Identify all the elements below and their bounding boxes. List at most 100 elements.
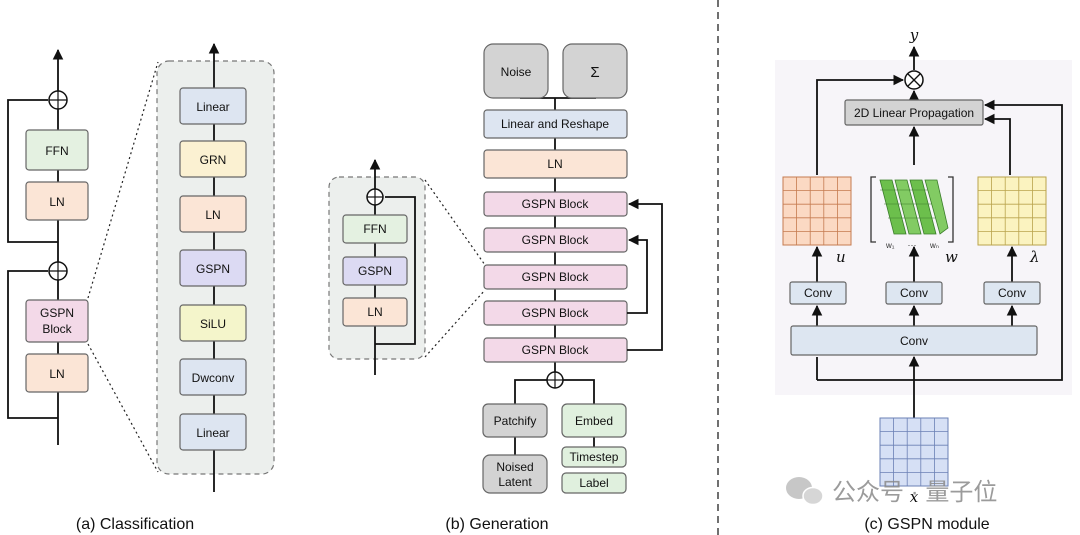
lambda-to-propagation <box>983 113 1011 175</box>
svg-text:Timestep: Timestep <box>570 450 619 464</box>
embed-connector <box>563 379 595 404</box>
svg-text:GSPN Block: GSPN Block <box>522 306 590 320</box>
inset-gspn: GSPN <box>342 256 408 286</box>
svg-text:Label: Label <box>579 476 608 490</box>
sigma-output: Σ <box>562 43 628 99</box>
w-dots-label: ··· <box>908 240 917 250</box>
timestep-input: Timestep <box>561 446 627 468</box>
residual-connection-upper <box>7 99 58 243</box>
detail-ln: LN <box>179 195 247 233</box>
svg-text:GSPN: GSPN <box>40 306 74 320</box>
embed-block: Embed <box>561 403 627 438</box>
gspn-block-5: GSPN Block <box>483 337 628 363</box>
u-to-multiply <box>816 74 905 175</box>
ln-block-upper: LN <box>25 181 89 221</box>
svg-text:Linear: Linear <box>196 100 229 114</box>
gspn-block-2: GSPN Block <box>483 227 628 253</box>
svg-text:Σ: Σ <box>590 64 599 81</box>
var-u: u <box>836 248 846 266</box>
noised-latent-input: Noised Latent <box>482 454 548 494</box>
svg-text:LN: LN <box>205 208 220 222</box>
svg-text:GSPN: GSPN <box>358 264 392 278</box>
inset-ffn: FFN <box>342 214 408 244</box>
w-first-label: w₁ <box>885 241 895 250</box>
inset-ln: LN <box>342 297 408 327</box>
svg-text:Conv: Conv <box>804 286 832 300</box>
svg-text:2D Linear Propagation: 2D Linear Propagation <box>854 106 974 120</box>
patchify-block: Patchify <box>482 403 548 438</box>
detail-gspn: GSPN <box>179 249 247 287</box>
svg-text:GSPN Block: GSPN Block <box>522 233 590 247</box>
caption-gspn-module: (c) GSPN module <box>864 516 989 533</box>
propagation-block: 2D Linear Propagation <box>844 99 984 126</box>
ffn-block: FFN <box>25 129 89 171</box>
caption-generation: (b) Generation <box>445 516 548 533</box>
ln-block: LN <box>483 149 628 179</box>
svg-text:Linear: Linear <box>196 426 229 440</box>
watermark-text: 公众号 · 量子位 <box>832 479 997 506</box>
skip-connection-inner <box>627 234 648 314</box>
label-input: Label <box>561 472 627 494</box>
inset-zoom-line-bottom <box>424 289 486 358</box>
patchify-connector <box>514 379 547 404</box>
svg-text:Noise: Noise <box>501 65 532 79</box>
w-last-label: wₙ <box>929 241 939 250</box>
skip-connection-outer <box>627 198 663 351</box>
svg-text:GRN: GRN <box>200 153 227 167</box>
gspn-block: GSPN Block <box>25 299 89 343</box>
svg-text:FFN: FFN <box>45 144 68 158</box>
inset-residual <box>375 196 416 345</box>
w-tensor <box>870 176 954 243</box>
var-w: w <box>945 248 958 266</box>
gspn-block-3: GSPN Block <box>483 264 628 290</box>
svg-text:Conv: Conv <box>900 334 928 348</box>
zoom-line-bottom <box>87 343 159 473</box>
svg-text:LN: LN <box>49 195 64 209</box>
conv-u: Conv <box>789 281 847 305</box>
lambda-grid <box>977 176 1047 246</box>
conv-lambda: Conv <box>983 281 1041 305</box>
svg-text:Conv: Conv <box>998 286 1026 300</box>
svg-text:FFN: FFN <box>363 222 386 236</box>
svg-text:GSPN: GSPN <box>196 262 230 276</box>
x-to-propagation <box>914 99 1063 381</box>
wechat-icon <box>786 477 824 506</box>
linear-reshape-block: Linear and Reshape <box>483 109 628 139</box>
svg-text:LN: LN <box>49 367 64 381</box>
svg-text:GSPN Block: GSPN Block <box>522 270 590 284</box>
svg-text:SiLU: SiLU <box>200 317 226 331</box>
detail-linear-top: Linear <box>179 87 247 125</box>
detail-linear-bottom: Linear <box>179 413 247 451</box>
svg-text:Embed: Embed <box>575 414 613 428</box>
noise-output: Noise <box>483 43 549 99</box>
svg-text:Noised: Noised <box>496 460 533 474</box>
gspn-block-4: GSPN Block <box>483 300 628 326</box>
gspn-block-1: GSPN Block <box>483 191 628 217</box>
svg-text:GSPN Block: GSPN Block <box>522 343 590 357</box>
svg-text:Patchify: Patchify <box>494 414 537 428</box>
svg-text:Block: Block <box>42 322 72 336</box>
caption-classification: (a) Classification <box>76 516 194 533</box>
detail-grn: GRN <box>179 140 247 178</box>
svg-text:GSPN Block: GSPN Block <box>522 197 590 211</box>
x-grid <box>879 417 949 487</box>
output-y: y <box>909 26 919 44</box>
svg-text:Linear and Reshape: Linear and Reshape <box>501 117 609 131</box>
zoom-line-top <box>87 61 159 299</box>
inset-zoom-line-top <box>424 179 486 266</box>
var-lambda: λ <box>1029 248 1040 266</box>
panel-generation: FFN GSPN LN Noise Σ Linear and Reshape <box>328 43 663 533</box>
conv-w: Conv <box>885 281 943 305</box>
svg-text:LN: LN <box>547 157 562 171</box>
svg-text:Latent: Latent <box>498 475 532 489</box>
detail-dwconv: Dwconv <box>179 358 247 396</box>
svg-text:Conv: Conv <box>900 286 928 300</box>
conv-main: Conv <box>790 325 1038 356</box>
detail-silu: SiLU <box>179 304 247 342</box>
input-x: x <box>910 488 919 506</box>
panel-classification: FFN LN GSPN Block LN Linear GRN <box>7 42 275 533</box>
residual-connection-lower <box>7 270 58 419</box>
u-grid <box>782 176 852 246</box>
panel-gspn-module: y 2D Linear Propagation u w₁ <box>775 26 1072 533</box>
